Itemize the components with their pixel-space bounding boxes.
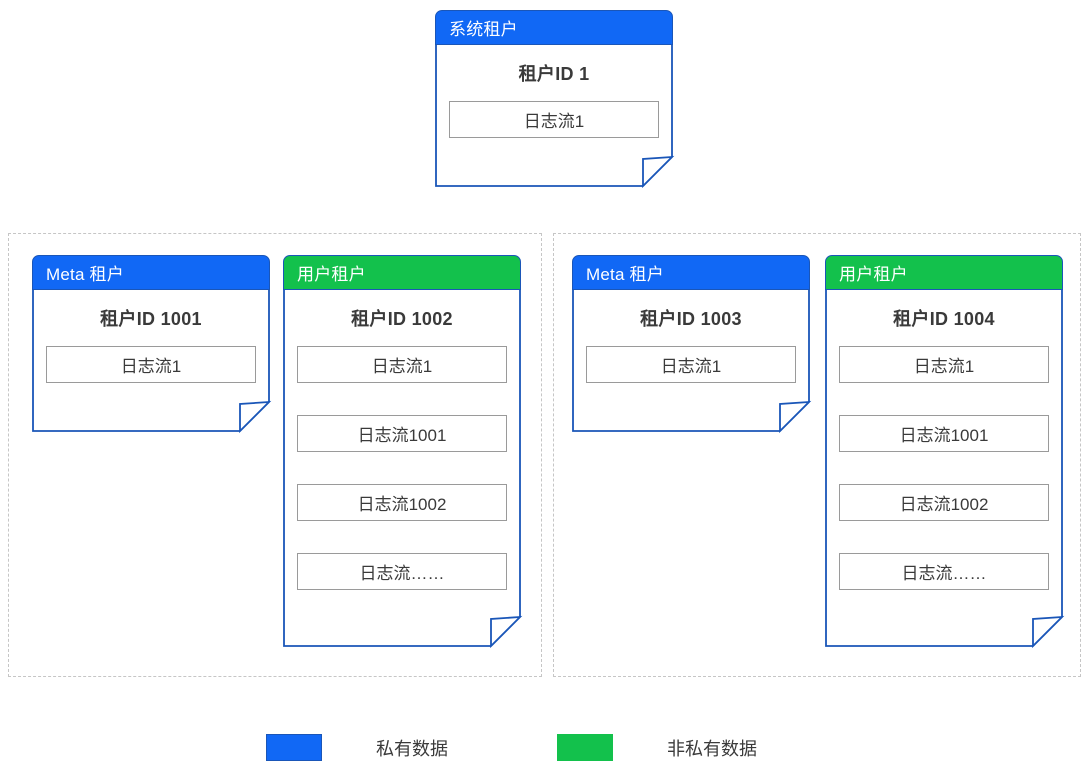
tenant-card-user-1004[interactable]: 用户租户 租户ID 1004 日志流1 日志流1001 日志流1002 日志流……: [825, 255, 1065, 649]
legend-label-private: 私有数据: [376, 738, 448, 759]
log-stream-box[interactable]: 日志流1002: [297, 484, 507, 521]
tenant-card-header: 用户租户: [283, 255, 521, 290]
log-stream-box[interactable]: 日志流……: [839, 553, 1049, 590]
log-stream-box[interactable]: 日志流1: [839, 346, 1049, 383]
log-stream-box[interactable]: 日志流1: [449, 101, 659, 138]
tenant-card-header: 系统租户: [435, 10, 673, 45]
group-box-left: [8, 233, 542, 677]
tenant-id-label: 租户ID 1003: [640, 309, 742, 329]
tenant-card-header: Meta 租户: [32, 255, 270, 290]
tenant-card-header-label: Meta 租户: [46, 265, 124, 284]
tenant-card-content: 租户ID 1001 日志流1: [32, 288, 270, 383]
log-stream-box[interactable]: 日志流1002: [839, 484, 1049, 521]
log-stream-box[interactable]: 日志流1001: [297, 415, 507, 452]
tenant-card-header-label: Meta 租户: [586, 265, 664, 284]
tenant-id-label: 租户ID 1001: [100, 309, 202, 329]
tenant-card-header: Meta 租户: [572, 255, 810, 290]
tenant-card-header-label: 用户租户: [297, 265, 366, 284]
group-box-right: [553, 233, 1081, 677]
log-stream-box[interactable]: 日志流……: [297, 553, 507, 590]
tenant-id-label: 租户ID 1004: [893, 309, 995, 329]
tenant-card-header-label: 用户租户: [839, 265, 908, 284]
log-stream-box[interactable]: 日志流1: [297, 346, 507, 383]
tenant-card-user-1002[interactable]: 用户租户 租户ID 1002 日志流1 日志流1001 日志流1002 日志流……: [283, 255, 523, 649]
tenant-card-meta-1001[interactable]: Meta 租户 租户ID 1001 日志流1: [32, 255, 272, 434]
log-stream-box[interactable]: 日志流1001: [839, 415, 1049, 452]
legend-item-nonprivate: 非私有数据: [557, 734, 757, 761]
tenant-card-content: 租户ID 1 日志流1: [435, 43, 673, 138]
tenant-id-label: 租户ID 1002: [351, 309, 453, 329]
tenant-card-header-label: 系统租户: [449, 20, 518, 39]
legend-label-nonprivate: 非私有数据: [667, 738, 757, 759]
legend-item-private: 私有数据: [266, 734, 448, 761]
legend-swatch-nonprivate-icon: [557, 734, 613, 761]
legend-swatch-private-icon: [266, 734, 322, 761]
tenant-card-system[interactable]: 系统租户 租户ID 1 日志流1: [435, 10, 675, 189]
log-stream-box[interactable]: 日志流1: [46, 346, 256, 383]
tenant-card-header: 用户租户: [825, 255, 1063, 290]
tenant-card-meta-1003[interactable]: Meta 租户 租户ID 1003 日志流1: [572, 255, 812, 434]
tenant-id-label: 租户ID 1: [518, 64, 590, 84]
legend: 私有数据 非私有数据: [0, 726, 1089, 772]
tenant-card-content: 租户ID 1002 日志流1 日志流1001 日志流1002 日志流……: [283, 288, 521, 590]
log-stream-box[interactable]: 日志流1: [586, 346, 796, 383]
tenant-card-content: 租户ID 1004 日志流1 日志流1001 日志流1002 日志流……: [825, 288, 1063, 590]
tenant-card-content: 租户ID 1003 日志流1: [572, 288, 810, 383]
